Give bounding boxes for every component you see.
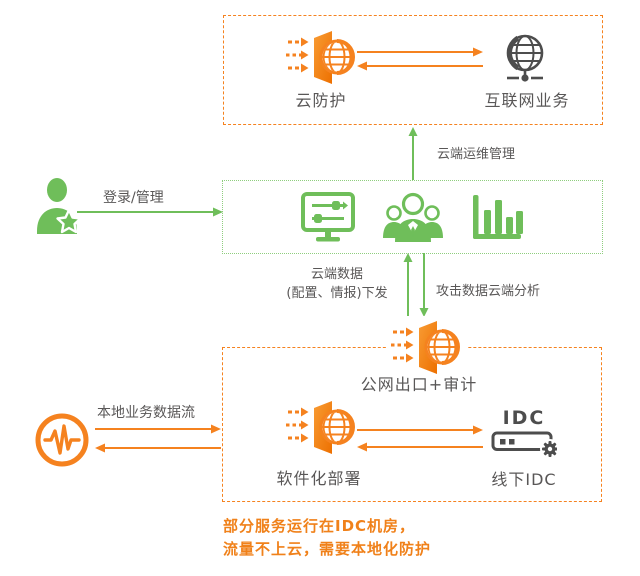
offline-idc-label: 线下IDC — [491, 470, 557, 489]
console-monitor-icon — [301, 192, 355, 243]
cloud-firewall-icon — [282, 26, 362, 88]
arrow-idc-to-softfw — [357, 442, 483, 452]
arrow-cloud-data-down — [419, 253, 429, 317]
cloud-protection-zone-box — [223, 15, 603, 125]
bottom-note-line1: 部分服务运行在IDC机房， — [223, 517, 416, 535]
cloud-data-down-line1: 云端数据 — [310, 267, 363, 282]
cloud-data-down-line2: (配置、情报)下发 — [286, 286, 388, 301]
cloud-platform-zone-box — [222, 180, 603, 254]
arrow-local-flow-in — [95, 424, 221, 434]
gateway-label: 公网出口+审计 — [360, 375, 478, 394]
cloud-ops-label: 云端运维管理 — [437, 147, 516, 162]
admin-login-label: 登录/管理 — [103, 190, 164, 206]
ops-team-icon — [381, 192, 445, 244]
arrow-cloud-ops-up — [408, 127, 418, 180]
internet-label: 互联网业务 — [484, 91, 570, 110]
gateway-firewall-icon — [387, 316, 467, 378]
local-flow-label: 本地业务数据流 — [97, 405, 195, 421]
arrow-softfw-to-idc — [357, 425, 483, 435]
cloud-data-down-label: 云端数据 (配置、情报)下发 — [286, 263, 387, 301]
cloud-firewall-label: 云防护 — [295, 91, 347, 110]
arrow-local-flow-out — [95, 443, 221, 453]
bottom-note-line2: 流量不上云，需要本地化防护 — [223, 540, 432, 558]
admin-user-icon — [36, 177, 82, 236]
internet-globe-icon — [495, 29, 555, 85]
software-firewall-label: 软件化部署 — [276, 469, 362, 488]
idc-icon: IDC — [486, 408, 562, 460]
idc-server-gear-icon — [491, 431, 557, 460]
arrow-cloudfw-to-internet — [357, 47, 483, 57]
arrow-attack-data-up — [403, 253, 413, 316]
analytics-barchart-icon — [473, 195, 523, 239]
arrow-admin-login — [77, 207, 223, 217]
bottom-note: 部分服务运行在IDC机房， 流量不上云，需要本地化防护 — [223, 515, 431, 561]
attack-analysis-label: 攻击数据云端分析 — [436, 284, 541, 299]
traffic-pulse-icon — [34, 412, 90, 468]
idc-icon-text: IDC — [502, 407, 546, 429]
software-firewall-icon — [282, 396, 362, 458]
arrow-internet-to-cloudfw — [357, 61, 483, 71]
